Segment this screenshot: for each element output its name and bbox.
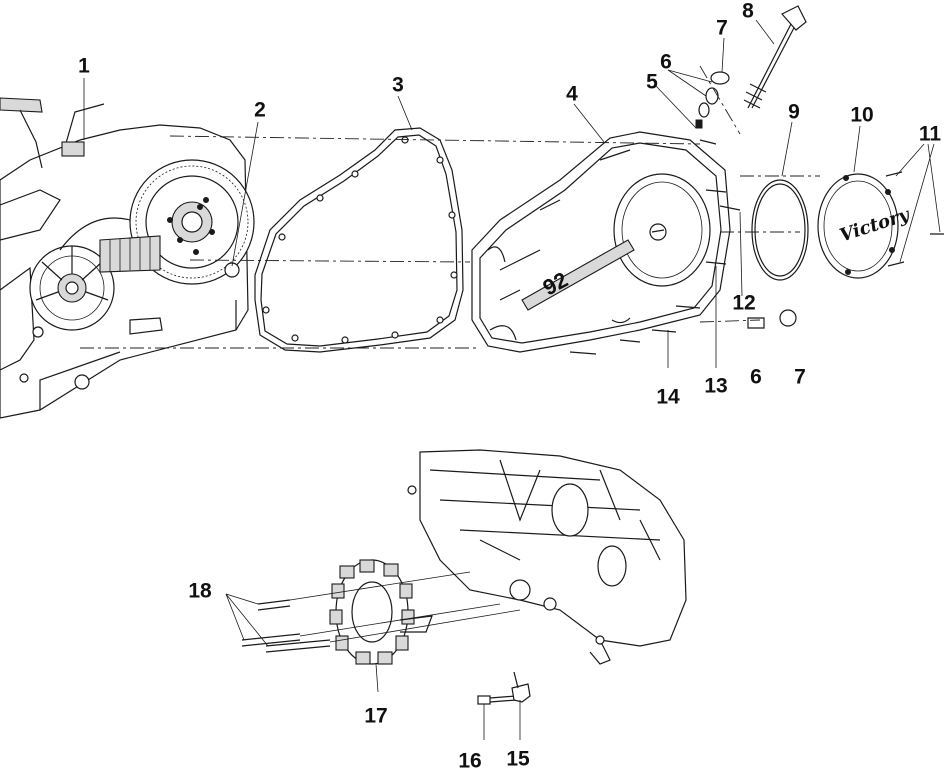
dipstick-drawing xyxy=(743,5,807,109)
callout-5: 5 xyxy=(646,70,658,94)
callout-17: 17 xyxy=(364,704,388,728)
derby-cover-drawing xyxy=(817,173,899,279)
primary-cover-drawing xyxy=(471,131,731,353)
crankcase-drawing xyxy=(407,449,687,665)
callout-2: 2 xyxy=(254,98,266,122)
stator-drawing xyxy=(329,559,433,665)
callout-10: 10 xyxy=(850,103,874,127)
callout-7-lower: 7 xyxy=(794,365,806,389)
engine-case-drawing xyxy=(0,97,255,419)
callout-6: 6 xyxy=(660,50,672,74)
callout-6-lower: 6 xyxy=(750,365,762,389)
callout-11: 11 xyxy=(918,122,942,146)
bolts-drawing xyxy=(241,571,531,705)
callout-4: 4 xyxy=(566,82,578,106)
callout-3: 3 xyxy=(392,73,404,97)
callout-9: 9 xyxy=(788,100,800,124)
callout-13: 13 xyxy=(704,374,728,398)
callout-12: 12 xyxy=(732,291,756,315)
gasket-drawing xyxy=(254,127,464,353)
callout-7: 7 xyxy=(716,16,728,40)
callout-18: 18 xyxy=(188,579,212,603)
leader-lines xyxy=(83,19,941,740)
callout-14: 14 xyxy=(656,385,680,409)
callout-16: 16 xyxy=(458,749,482,769)
alignment-lines xyxy=(80,65,820,349)
callout-1: 1 xyxy=(78,54,90,78)
callout-8: 8 xyxy=(742,0,754,23)
o-ring-drawing xyxy=(751,179,809,281)
callout-15: 15 xyxy=(506,747,530,769)
